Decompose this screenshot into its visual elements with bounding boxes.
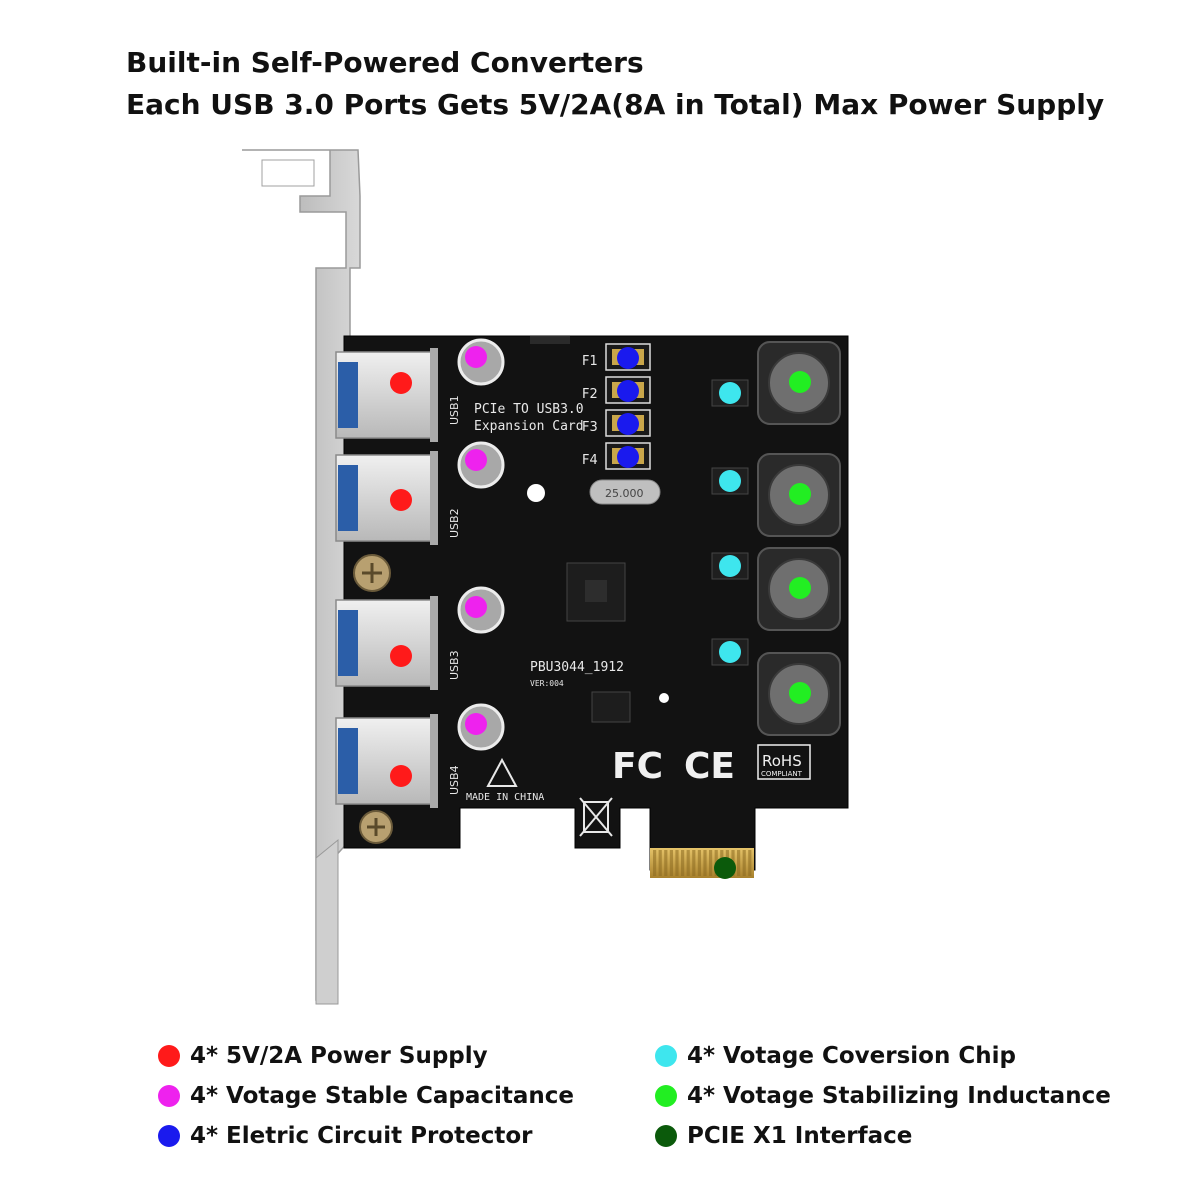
legend-dot-magenta [158,1085,180,1107]
crystal-label: 25.000 [605,487,644,500]
esd-warning-icon [486,757,518,787]
controller-chip [566,562,626,622]
capacitance-marker-1 [465,346,487,368]
heading-line-2: Each USB 3.0 Ports Gets 5V/2A(8A in Tota… [126,88,1105,121]
silk-title-2: Expansion Card [474,419,584,434]
pcie-connector [650,848,754,878]
small-chip [591,691,631,723]
usb-label-1: USB1 [448,395,461,425]
inductance-marker-4 [789,682,811,704]
heading: Built-in Self-Powered Converters Each US… [126,42,1104,126]
usb-port-1 [335,348,438,442]
mounting-hole-small [659,693,669,703]
silk-version: VER:004 [530,679,564,688]
fuse-label-3: F3 [582,420,598,435]
usb-label-3: USB3 [448,650,461,680]
rohs-text: RoHS [762,752,802,770]
fuse-label-1: F1 [582,354,598,369]
conversion-chip-marker-3 [719,555,741,577]
legend-label: 4* Votage Stabilizing Inductance [687,1083,1111,1109]
power-supply-marker-4 [390,765,412,787]
protector-marker-4 [617,446,639,468]
weee-bin-icon [579,797,613,837]
inductance-marker-1 [789,371,811,393]
usb-port-3 [335,596,438,690]
power-supply-marker-3 [390,645,412,667]
legend-label: 4* Votage Coversion Chip [687,1043,1016,1069]
mounting-hole [527,484,545,502]
usb-port-4 [335,714,438,808]
legend-label: 4* Eletric Circuit Protector [190,1123,533,1149]
inductance-marker-3 [789,577,811,599]
silk-made-in: MADE IN CHINA [466,792,544,803]
legend-dot-red [158,1045,180,1067]
ce-text: CE [684,746,735,787]
fcc-logo: FC [612,746,663,787]
capacitance-marker-3 [465,596,487,618]
conversion-chip-marker-1 [719,382,741,404]
usb-label-4: USB4 [448,765,461,795]
fcc-text: FC [612,746,663,787]
fuse-label-4: F4 [582,453,598,468]
legend-label: 4* Votage Stable Capacitance [190,1083,575,1109]
protector-marker-2 [617,380,639,402]
capacitance-marker-4 [465,713,487,735]
power-supply-marker-2 [390,489,412,511]
fuse-label-2: F2 [582,387,598,402]
legend-label: PCIE X1 Interface [687,1123,913,1149]
ce-logo: CE [684,746,735,787]
legend-label: 4* 5V/2A Power Supply [190,1043,488,1069]
heading-line-1: Built-in Self-Powered Converters [126,46,644,79]
usb-label-2: USB2 [448,508,461,538]
screw-bottom [359,810,393,844]
silk-title-1: PCIe TO USB3.0 [474,402,584,417]
screw-top [353,554,391,592]
legend-dot-green [655,1085,677,1107]
pcie-marker [714,857,736,879]
legend-dot-dark-green [655,1125,677,1147]
conversion-chip-marker-4 [719,641,741,663]
rohs-compliant: COMPLIANT [761,770,803,778]
usb-ports [335,348,438,808]
legend-dot-blue [158,1125,180,1147]
protector-marker-1 [617,347,639,369]
protector-marker-3 [617,413,639,435]
metal-bracket [242,149,361,1005]
inductance-marker-2 [789,483,811,505]
legend-dot-cyan [655,1045,677,1067]
usb-port-2 [335,451,438,545]
conversion-chip-marker-2 [719,470,741,492]
capacitance-marker-2 [465,449,487,471]
silk-model: PBU3044_1912 [530,660,624,675]
component-markers [390,346,811,879]
rohs-badge: RoHS COMPLIANT [757,744,811,780]
crystal-oscillator: 25.000 [589,479,661,505]
power-supply-marker-1 [390,372,412,394]
